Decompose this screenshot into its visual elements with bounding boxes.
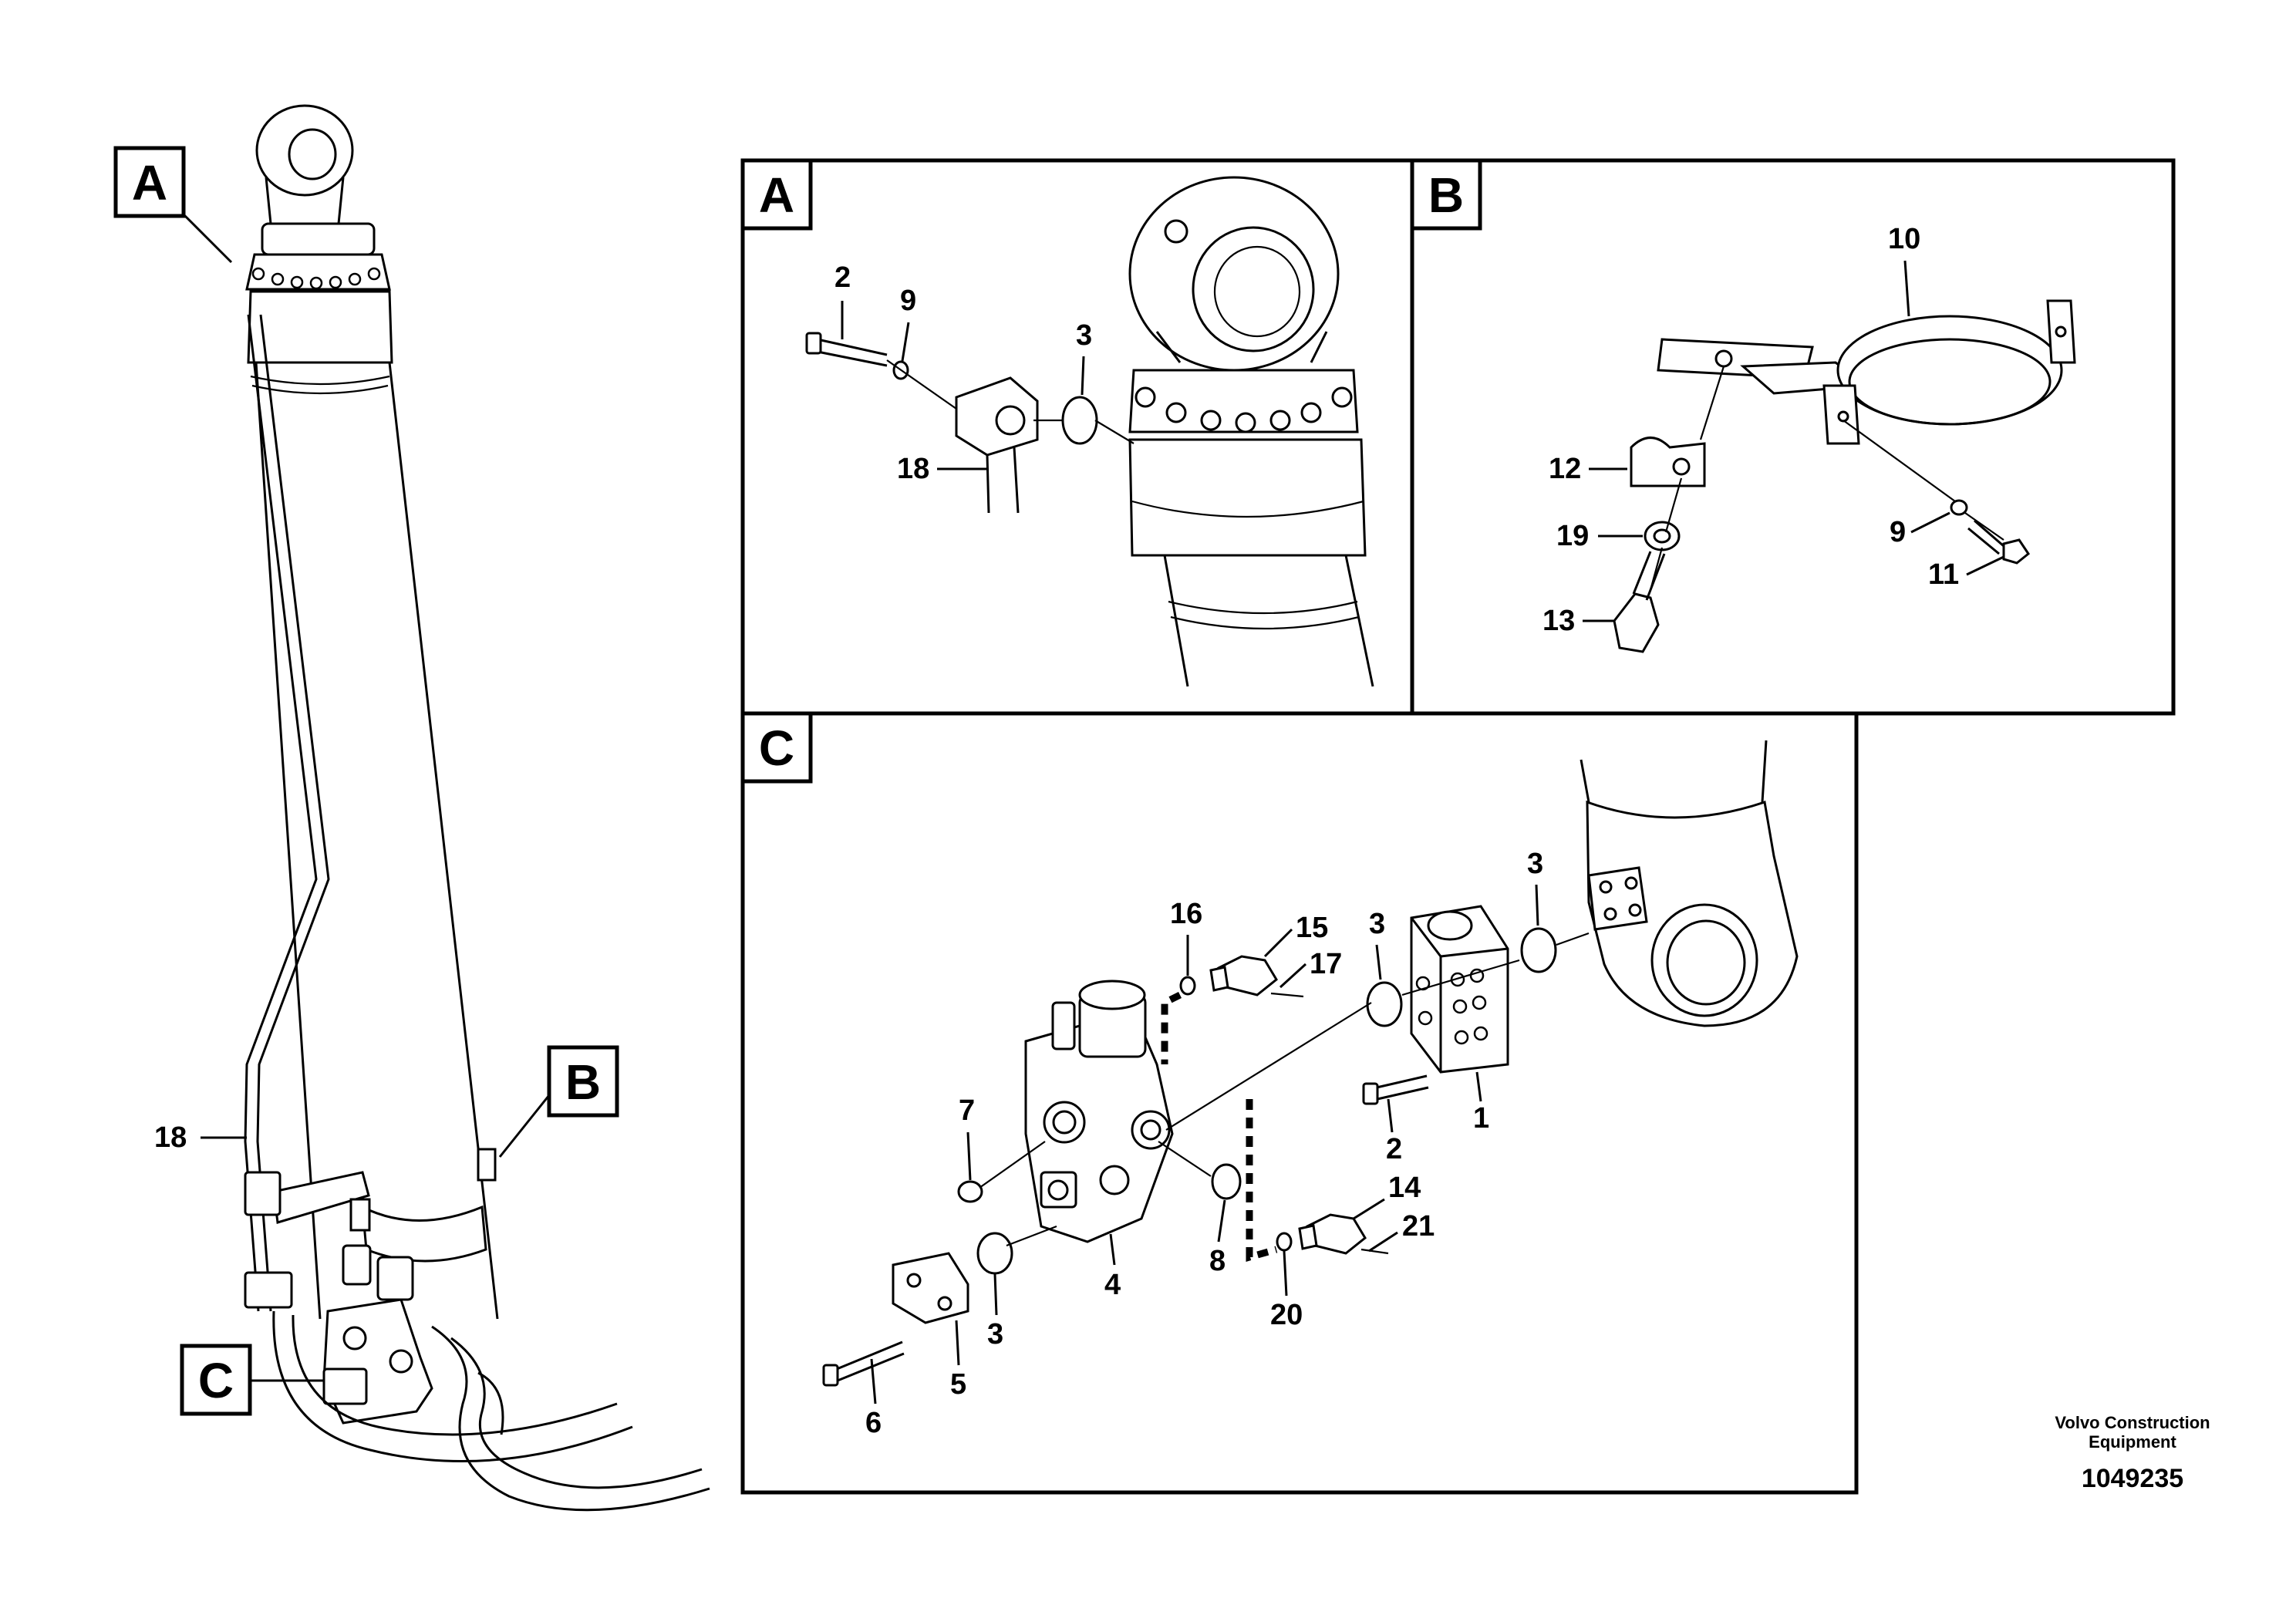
drawing-number: 1049235 [2082,1464,2183,1493]
panel-b-tag: B [1428,167,1464,223]
panel-c-callout-17: 17 [1310,948,1342,980]
overview-tag-a: A [132,155,167,211]
panel-a-callout-3: 3 [1076,319,1092,352]
panel-a-callout-9: 9 [900,285,916,317]
overview-tag-b: B [565,1054,601,1110]
panel-b-callout-19: 19 [1556,520,1589,552]
overview-tag-c: C [198,1353,234,1408]
detail-panel-b: B 10 12 19 13 9 [1410,158,2176,716]
panel-c-callout-6: 6 [865,1407,882,1439]
panel-a-callout-2: 2 [834,261,851,294]
panel-c-callout-1: 1 [1473,1102,1489,1135]
brand-line-2: Equipment [2089,1432,2176,1452]
panel-c-callout-20: 20 [1270,1299,1303,1331]
overview-cylinder: A B C 18 [113,104,710,1512]
panel-c-callout-3-a: 3 [1369,908,1385,940]
detail-panel-c: C [740,711,1859,1495]
panel-c-callout-16: 16 [1170,898,1202,930]
panel-a-callout-18: 18 [897,453,929,485]
brand-line-1: Volvo Construction [2055,1413,2210,1432]
panel-b-callout-12: 12 [1549,453,1581,485]
panel-c-callout-15: 15 [1296,912,1328,944]
panel-a-tag: A [759,167,794,223]
panel-c-callout-14: 14 [1388,1172,1421,1204]
panel-c-callout-5: 5 [950,1368,966,1401]
panel-c-callout-7: 7 [959,1094,975,1127]
panel-c-tag: C [759,720,794,776]
title-block: Volvo Construction Equipment 1049235 [2055,1413,2210,1493]
detail-panel-a: A 2 9 3 18 [740,158,1414,716]
panel-c-callout-21: 21 [1402,1210,1435,1243]
panel-c-callout-4: 4 [1104,1269,1121,1301]
panel-c-callout-2: 2 [1386,1133,1402,1165]
panel-c-callout-3-c: 3 [987,1318,1003,1351]
panel-b-callout-9: 9 [1890,516,1906,548]
panel-b-callout-10: 10 [1888,223,1920,255]
panel-c-callout-3-b: 3 [1527,848,1543,880]
overview-callout-18: 18 [154,1121,187,1154]
panel-b-callout-11: 11 [1928,558,1959,591]
panel-b-callout-13: 13 [1542,605,1575,637]
panel-c-callout-8: 8 [1209,1245,1226,1277]
